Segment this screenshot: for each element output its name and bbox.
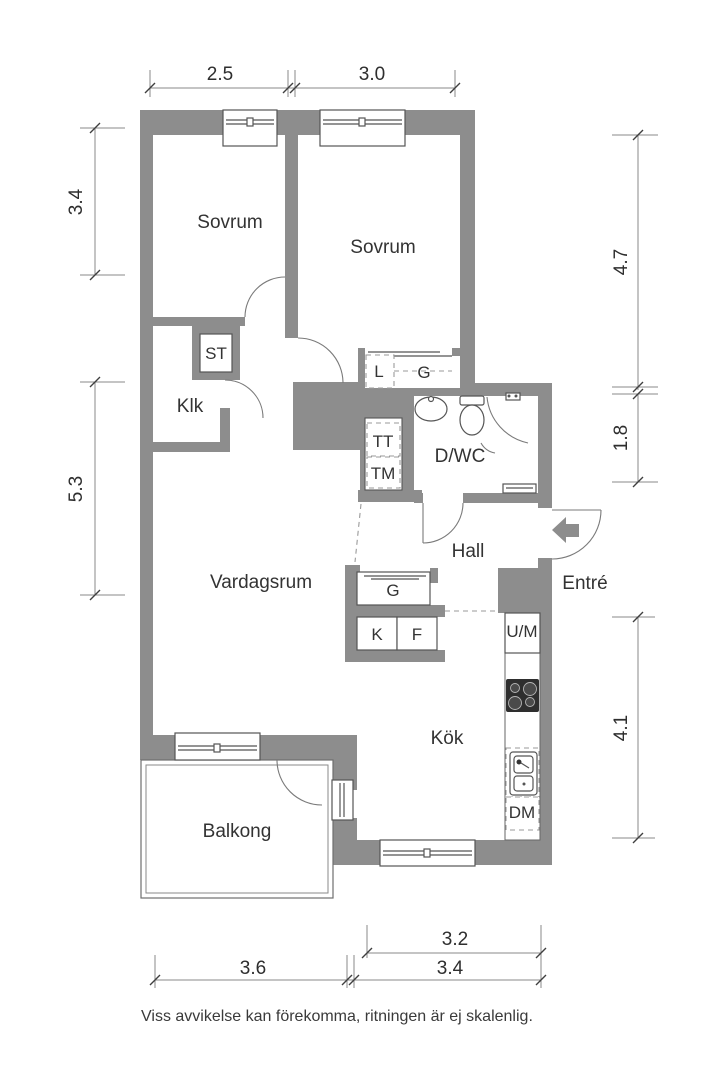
- linen-closet-box: [365, 354, 395, 389]
- wall-hall-block-lower: [293, 418, 360, 450]
- dimension-lines: [80, 70, 658, 988]
- wall-pantry-mid: [345, 605, 445, 617]
- dim-bottom-kitchen: 3.2: [442, 929, 468, 950]
- wall-um-block: [498, 568, 545, 613]
- wall-pantry-topstub: [345, 565, 360, 575]
- unit-label-g-hall: G: [386, 581, 399, 600]
- wall-bedroom1-bottom: [150, 317, 245, 326]
- room-label-dwc: D/WC: [435, 446, 486, 467]
- dim-bottom-right: 3.4: [437, 958, 464, 979]
- dashed-boundaries: [354, 503, 498, 612]
- dim-top-left: 2.5: [207, 64, 233, 85]
- wall-klk-bottom: [153, 442, 230, 452]
- wall-ttm-left: [360, 418, 365, 490]
- door-arc-balcony: [276, 759, 323, 806]
- oven-micro-box: [504, 612, 541, 654]
- wall-bedroom-divider: [285, 110, 298, 338]
- dim-left-lower: 5.3: [66, 476, 87, 502]
- wall-pantry-rightstub: [430, 568, 438, 583]
- hall-boundary-dash-1: [354, 503, 362, 563]
- st-closet-box: [199, 333, 233, 373]
- wall-closet-left: [358, 348, 365, 390]
- room-label-sovrum2: Sovrum: [350, 237, 415, 258]
- room-label-vardagsrum: Vardagsrum: [210, 572, 312, 593]
- door-arc-bedroom1: [244, 276, 286, 318]
- windows: [174, 109, 476, 867]
- wall-pantry-bottom: [345, 650, 445, 662]
- unit-label-dm: DM: [509, 803, 535, 822]
- closets: [199, 333, 452, 651]
- wall-right-upper: [538, 396, 552, 508]
- labels: Sovrum Sovrum Klk Vardagsrum D/WC Hall E…: [66, 64, 632, 1025]
- balcony-outline: [140, 759, 334, 899]
- room-label-kok: Kök: [431, 728, 464, 749]
- window-kitchen-balcony: [331, 779, 354, 821]
- window-bedroom1: [222, 109, 278, 147]
- disclaimer-text: Viss avvikelse kan förekomma, ritningen …: [141, 1008, 533, 1025]
- wall-ttm-bottom: [358, 490, 422, 502]
- freezer-box: [396, 616, 438, 651]
- shower-mixer-icon: [505, 392, 521, 401]
- wall-klk-right: [220, 408, 230, 444]
- wall-bedroom2-right: [460, 110, 475, 385]
- entry-direction-arrow-icon: [552, 517, 579, 543]
- unit-label-st: ST: [205, 344, 227, 363]
- window-kitchen-bottom: [379, 839, 476, 867]
- door-arc-entrance: [551, 509, 602, 560]
- dim-left-upper: 3.4: [66, 188, 87, 215]
- dim-right-upper: 4.7: [611, 249, 632, 275]
- room-label-entre: Entré: [562, 573, 607, 594]
- toilet-tank-icon: [459, 395, 485, 406]
- wall-dwc-bottom: [463, 493, 538, 503]
- dryer-box: [366, 422, 401, 457]
- washer-box: [366, 456, 401, 489]
- dim-right-mid: 1.8: [611, 425, 632, 451]
- unit-label-k: K: [371, 625, 383, 644]
- unit-label-l: L: [374, 362, 383, 381]
- unit-label-g-bedroom: G: [417, 363, 430, 382]
- shower-screen-icon: [486, 396, 529, 444]
- wall-dwc-door-stub: [414, 493, 423, 503]
- dim-bottom-left: 3.6: [240, 958, 266, 979]
- shower-door-icon: [480, 442, 496, 454]
- wall-dwc-left: [402, 396, 414, 502]
- wall-left: [140, 110, 153, 760]
- dim-top-right: 3.0: [359, 64, 385, 85]
- wall-dwc-top: [460, 383, 552, 396]
- room-label-klk: Klk: [177, 396, 204, 417]
- dishwasher-box: [505, 796, 540, 831]
- room-label-hall: Hall: [452, 541, 485, 562]
- wall-closet-bottom: [358, 388, 460, 396]
- unit-label-tm: TM: [371, 464, 396, 483]
- wall-kitchen-right: [538, 585, 552, 843]
- bathroom-fixtures: [414, 392, 537, 494]
- basin-tap-icon: [427, 395, 435, 403]
- unit-label-f: F: [412, 625, 422, 644]
- kitchen-counter: [504, 612, 541, 841]
- window-bedroom2: [319, 109, 406, 147]
- kitchen-tap-icon: [516, 759, 522, 765]
- window-livingroom: [174, 732, 261, 761]
- unit-label-tt: TT: [373, 432, 394, 451]
- door-arc-bedroom2: [297, 337, 344, 384]
- wall-closet-stub: [452, 348, 460, 356]
- dim-right-lower: 4.1: [611, 715, 632, 741]
- wall-top: [140, 110, 475, 135]
- room-label-balkong: Balkong: [203, 821, 272, 842]
- door-arc-klk: [224, 379, 264, 419]
- hall-wardrobe-box: [356, 571, 431, 606]
- unit-label-um: U/M: [506, 622, 537, 641]
- toilet-bowl-icon: [459, 404, 485, 436]
- door-arc-dwc: [422, 502, 464, 544]
- doors: [224, 276, 602, 806]
- room-label-sovrum1: Sovrum: [197, 212, 262, 233]
